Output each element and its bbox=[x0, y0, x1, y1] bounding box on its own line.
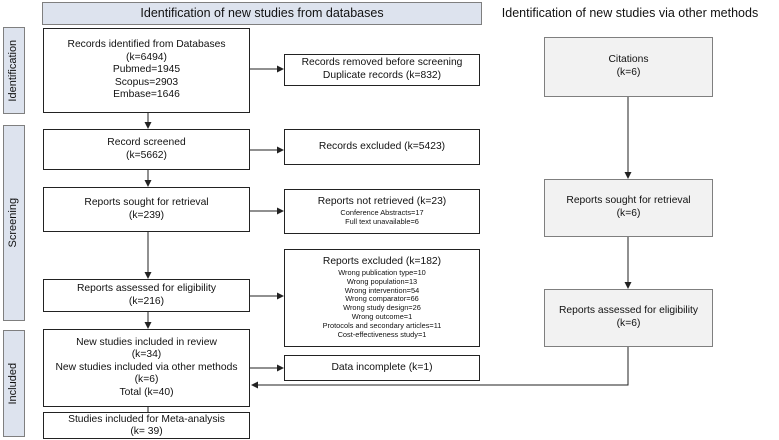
citations-line: (k=6) bbox=[616, 67, 641, 78]
other-sought-box: Reports sought for retrieval (k=6) bbox=[544, 179, 713, 237]
not-retrieved-item: Conference Abstracts=17 bbox=[340, 207, 424, 217]
meta-analysis-line: Studies included for Meta-analysis bbox=[68, 414, 225, 426]
meta-analysis-box: Studies included for Meta-analysis (k= 3… bbox=[43, 412, 250, 439]
records-identified-line: Scopus=2903 bbox=[114, 76, 179, 88]
records-excluded-box: Records excluded (k=5423) bbox=[284, 129, 480, 165]
reports-excluded-item: Cost-effectiveness study=1 bbox=[337, 329, 427, 339]
phase-screening-label: Screening bbox=[7, 198, 20, 248]
records-excluded-line: Records excluded (k=5423) bbox=[318, 140, 446, 152]
not-retrieved-title: Reports not retrieved (k=23) bbox=[317, 196, 447, 208]
new-included-line: New studies included in review bbox=[76, 336, 217, 348]
other-assessed-line: Reports assessed for eligibility bbox=[558, 305, 699, 317]
header-other-methods: Identification of new studies via other … bbox=[492, 2, 768, 25]
data-incomplete-line: Data incomplete (k=1) bbox=[331, 361, 433, 373]
phase-identification-label: Identification bbox=[7, 39, 20, 102]
phase-included-label: Included bbox=[7, 362, 20, 405]
records-identified-line: (k=6494) bbox=[126, 51, 167, 63]
reports-excluded-item: Wrong publication type=10 bbox=[338, 267, 426, 277]
records-removed-line: Duplicate records (k=832) bbox=[322, 70, 442, 81]
not-retrieved-item: Full text unavailable=6 bbox=[345, 216, 419, 226]
assessed-eligibility-box: Reports assessed for eligibility (k=216) bbox=[43, 279, 250, 312]
phase-screening: Screening bbox=[3, 125, 25, 321]
assessed-eligibility-line: Reports assessed for eligibility bbox=[76, 282, 217, 294]
new-included-line: (k=34) bbox=[131, 349, 162, 361]
new-included-line: New studies included via other methods bbox=[55, 361, 238, 373]
record-screened-line: Record screened bbox=[107, 136, 186, 148]
new-included-line: Total (k=40) bbox=[119, 386, 174, 398]
records-identified-line: Pubmed=1945 bbox=[112, 64, 181, 76]
reports-excluded-box: Reports excluded (k=182) Wrong publicati… bbox=[284, 249, 480, 347]
reports-excluded-item: Wrong population=13 bbox=[346, 276, 418, 286]
phase-identification: Identification bbox=[3, 27, 25, 114]
records-identified-line: Embase=1646 bbox=[113, 89, 180, 101]
reports-excluded-item: Wrong study design=26 bbox=[343, 303, 421, 313]
records-removed-box: Records removed before screening Duplica… bbox=[284, 54, 480, 86]
header-databases: Identification of new studies from datab… bbox=[42, 2, 482, 25]
other-sought-line: Reports sought for retrieval bbox=[566, 195, 691, 207]
header-other-methods-label: Identification of new studies via other … bbox=[501, 5, 759, 20]
citations-line: Citations bbox=[608, 54, 649, 66]
citations-box: Citations (k=6) bbox=[544, 37, 713, 97]
reports-excluded-item: Protocols and secondary articles=11 bbox=[322, 321, 442, 331]
reports-excluded-item: Wrong intervention=54 bbox=[344, 285, 420, 295]
data-incomplete-box: Data incomplete (k=1) bbox=[284, 355, 480, 381]
new-included-box: New studies included in review (k=34) Ne… bbox=[43, 329, 250, 407]
phase-included: Included bbox=[3, 330, 25, 437]
reports-excluded-item: Wrong outcome=1 bbox=[351, 312, 413, 322]
sought-retrieval-line: Reports sought for retrieval bbox=[84, 196, 209, 208]
arrow-other-assessed-to-included bbox=[251, 347, 629, 389]
records-identified-line: Records identified from Databases bbox=[67, 39, 226, 51]
reports-excluded-title: Reports excluded (k=182) bbox=[322, 256, 442, 268]
not-retrieved-box: Reports not retrieved (k=23) Conference … bbox=[284, 189, 480, 234]
header-databases-label: Identification of new studies from datab… bbox=[140, 5, 384, 20]
new-included-line: (k=6) bbox=[134, 374, 159, 386]
reports-excluded-item: Wrong comparator=66 bbox=[345, 294, 419, 304]
assessed-eligibility-line: (k=216) bbox=[128, 295, 165, 307]
records-removed-line: Records removed before screening bbox=[301, 57, 463, 69]
sought-retrieval-box: Reports sought for retrieval (k=239) bbox=[43, 187, 250, 232]
record-screened-line: (k=5662) bbox=[126, 149, 167, 161]
other-sought-line: (k=6) bbox=[616, 208, 641, 219]
sought-retrieval-line: (k=239) bbox=[128, 209, 165, 221]
record-screened-box: Record screened (k=5662) bbox=[43, 129, 250, 170]
other-assessed-box: Reports assessed for eligibility (k=6) bbox=[544, 289, 713, 347]
other-assessed-line: (k=6) bbox=[616, 318, 641, 329]
records-identified-box: Records identified from Databases (k=649… bbox=[43, 28, 250, 113]
meta-analysis-line: (k= 39) bbox=[130, 425, 163, 437]
